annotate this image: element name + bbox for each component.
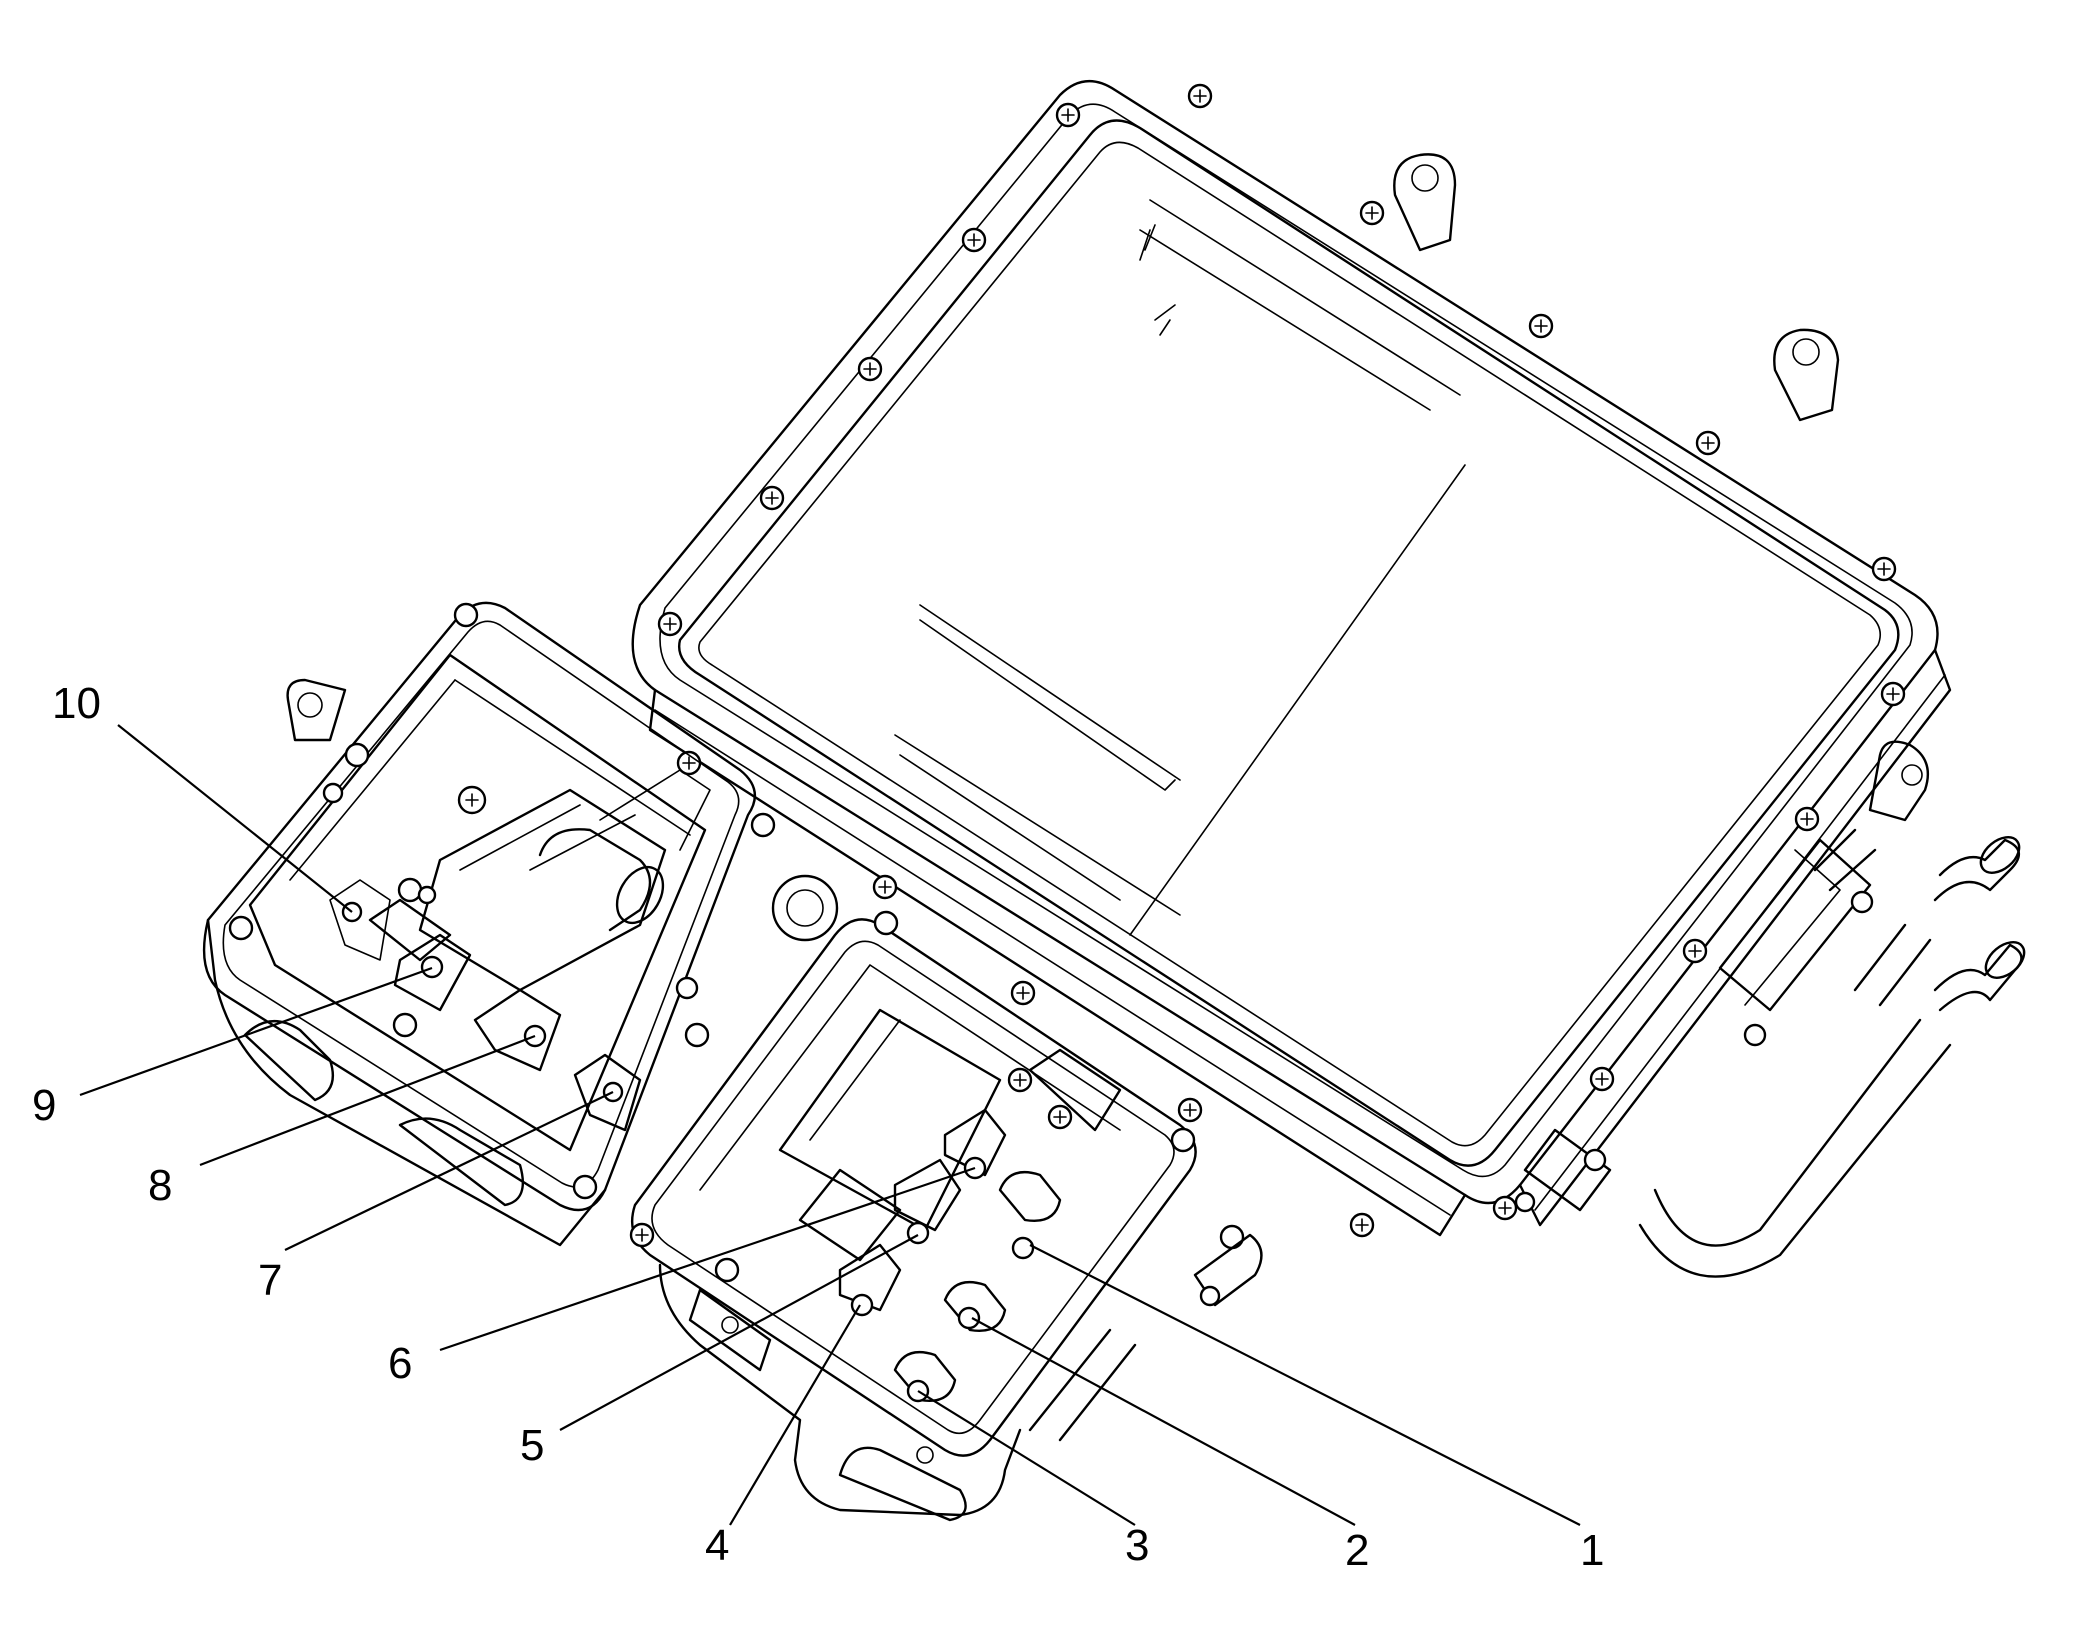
leader-9 bbox=[79, 966, 433, 1097]
leader-4 bbox=[729, 1304, 861, 1526]
callout-4: 4 bbox=[705, 1521, 729, 1570]
center-connector-housing bbox=[629, 874, 1263, 1522]
mounting-ears bbox=[1393, 153, 1930, 822]
leader-2 bbox=[971, 1317, 1356, 1526]
callout-9: 9 bbox=[32, 1081, 56, 1130]
cover-bolts bbox=[657, 83, 1906, 1238]
left-connector-housing bbox=[202, 601, 776, 1247]
leader-6 bbox=[439, 1166, 976, 1352]
callout-2: 2 bbox=[1345, 1526, 1369, 1575]
leader-7 bbox=[284, 1091, 614, 1251]
leader-1 bbox=[1029, 1244, 1581, 1526]
leader-10 bbox=[117, 724, 353, 913]
leader-5 bbox=[559, 1234, 919, 1431]
leader-8 bbox=[199, 1034, 536, 1167]
callout-labels: 1 2 3 4 5 6 7 8 9 10 bbox=[32, 679, 1604, 1575]
callout-7: 7 bbox=[258, 1256, 282, 1305]
callout-3: 3 bbox=[1125, 1521, 1149, 1570]
side-connector bbox=[1514, 838, 1874, 1213]
leader-3 bbox=[917, 1390, 1136, 1526]
callout-1: 1 bbox=[1580, 1526, 1604, 1575]
leader-lines bbox=[79, 724, 1581, 1526]
callout-6: 6 bbox=[388, 1339, 412, 1388]
callout-10: 10 bbox=[52, 679, 101, 728]
callout-5: 5 bbox=[520, 1421, 544, 1470]
main-housing bbox=[631, 79, 1952, 1237]
callout-8: 8 bbox=[148, 1161, 172, 1210]
